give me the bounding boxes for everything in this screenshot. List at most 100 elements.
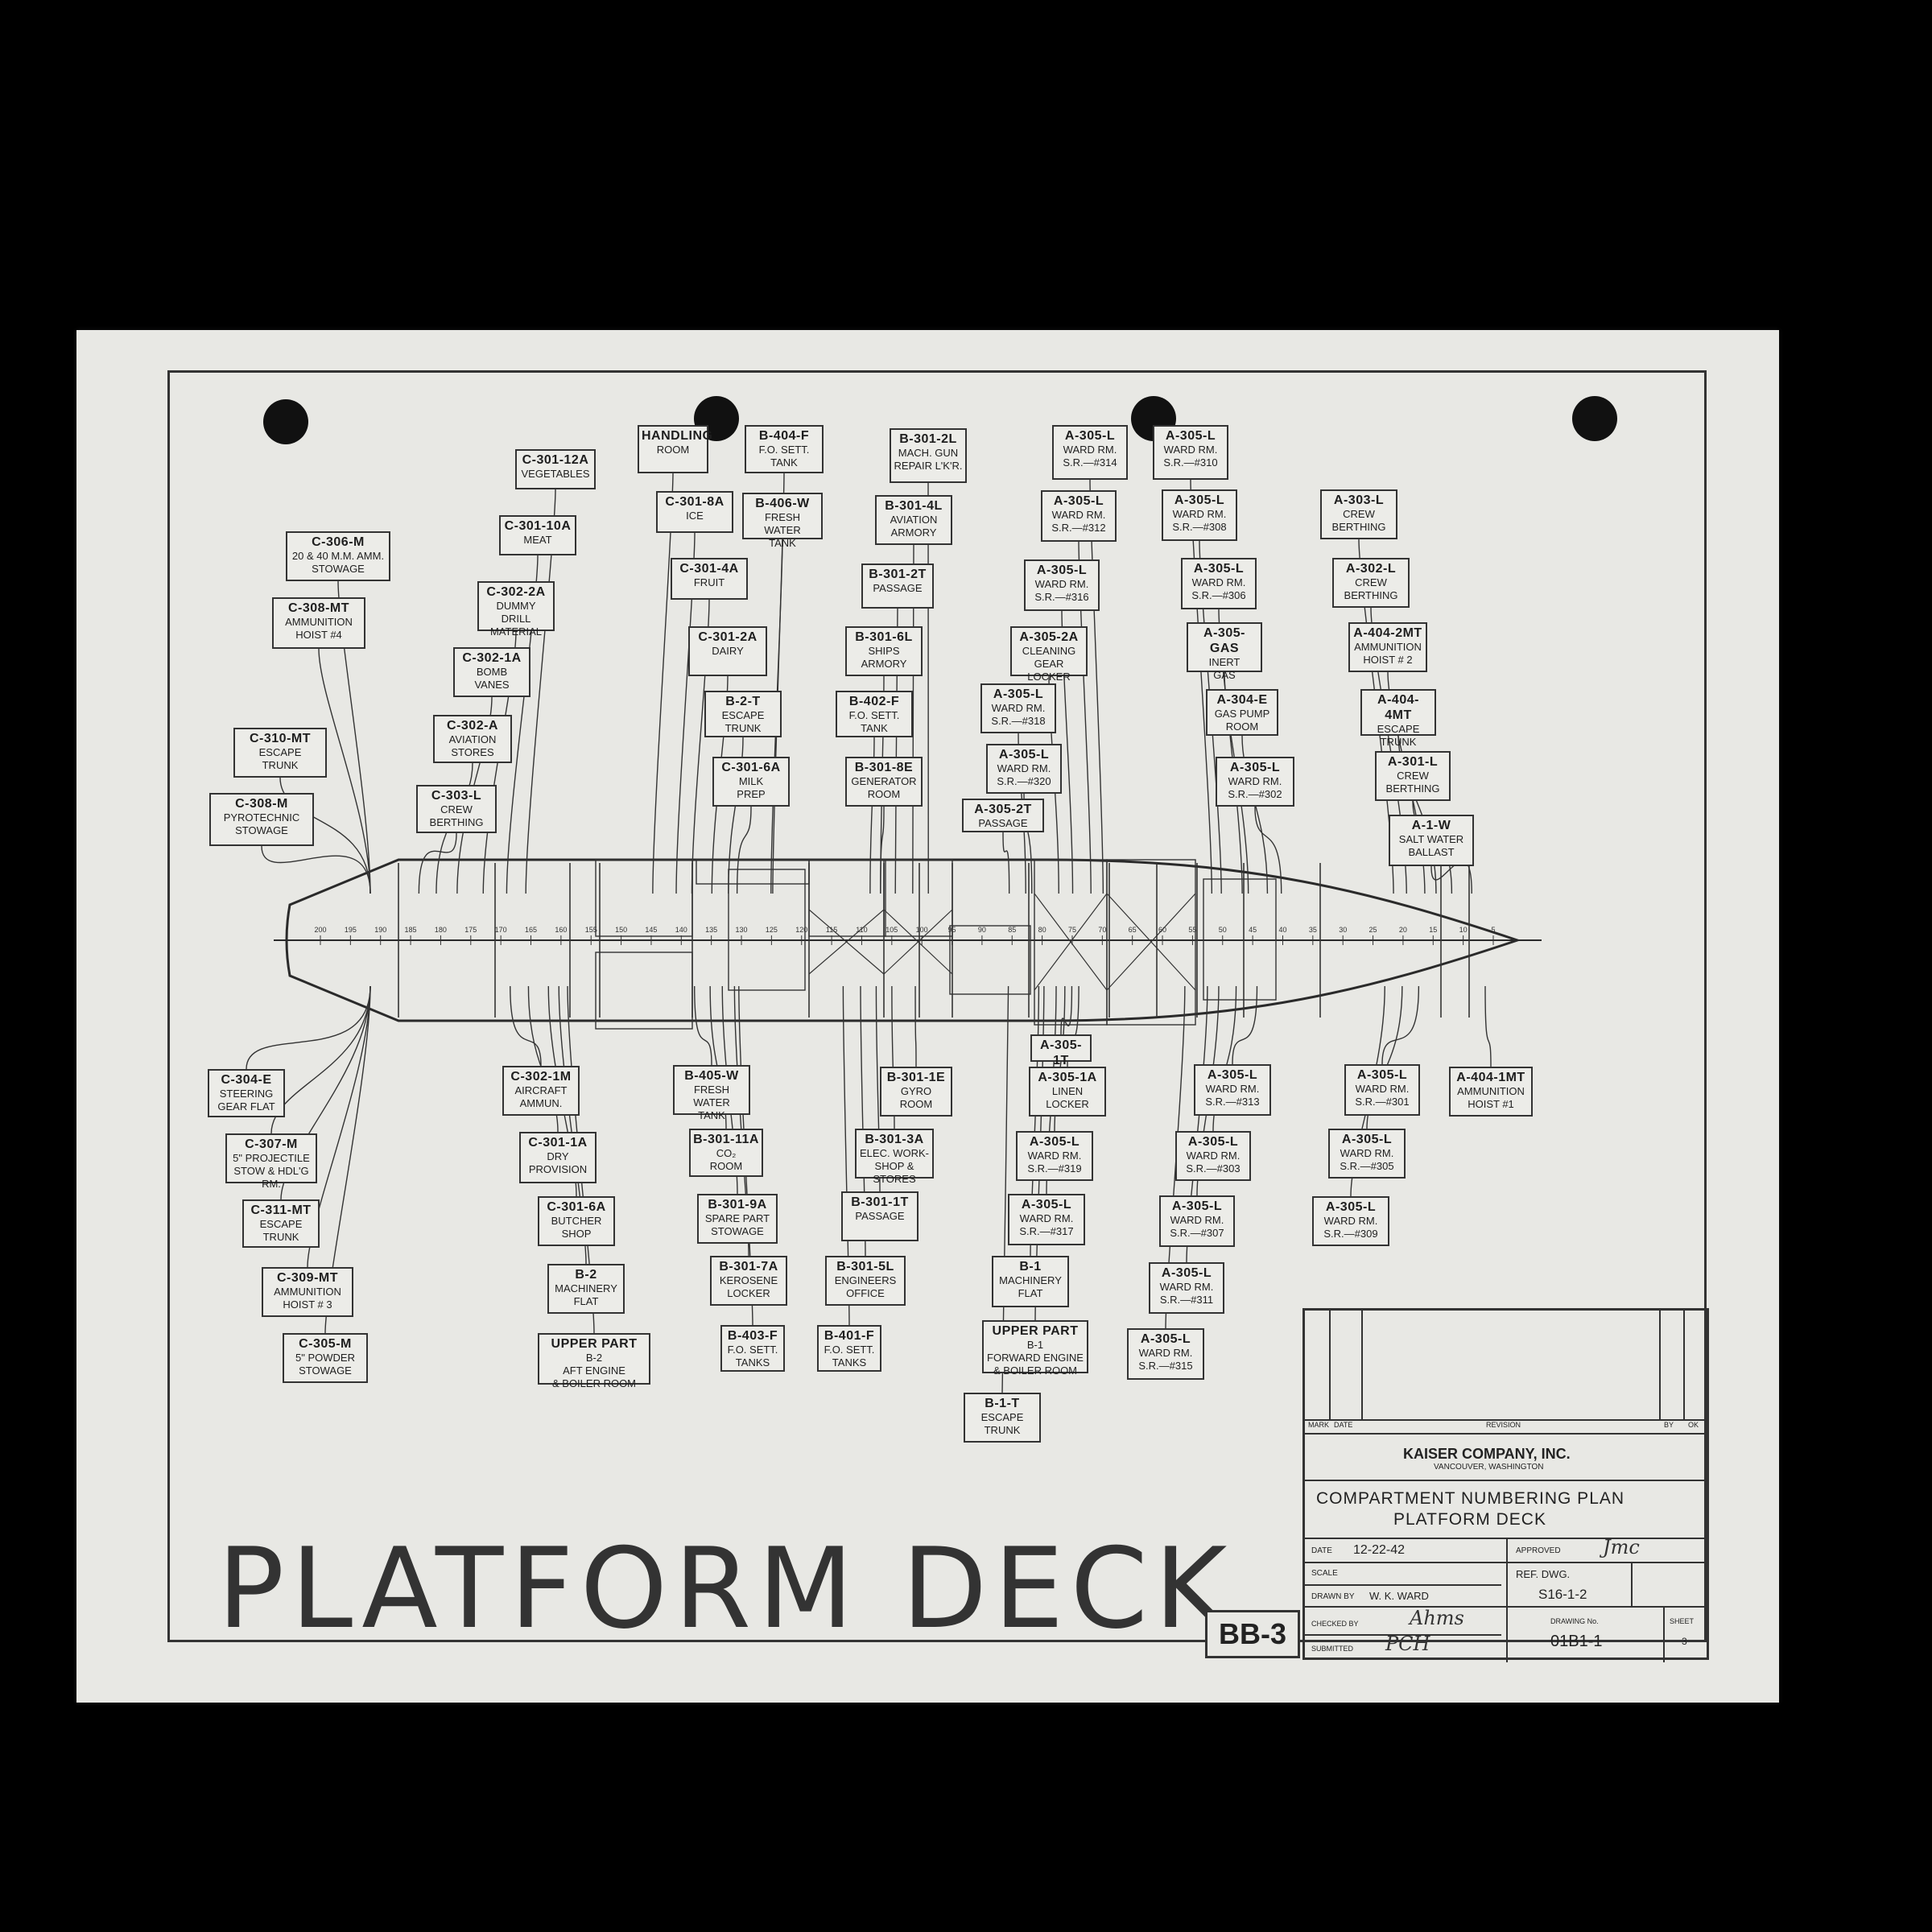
compartment-outline bbox=[1106, 859, 1196, 1026]
frame-number: 130 bbox=[736, 926, 748, 934]
compartment-code: B-401-F bbox=[824, 1329, 875, 1343]
compartment-code: C-301-1A bbox=[528, 1136, 588, 1150]
ok-header: OK bbox=[1688, 1421, 1699, 1429]
compartment-code: B-301-8E bbox=[854, 761, 914, 774]
sheet-label: SHEET bbox=[1670, 1617, 1695, 1625]
frame-number: 10 bbox=[1459, 926, 1468, 934]
frame-number: 140 bbox=[675, 926, 687, 934]
compartment-cross bbox=[1106, 893, 1196, 991]
frame-number: 35 bbox=[1309, 926, 1317, 934]
compartment-description: MACHINERY FLAT bbox=[999, 1274, 1062, 1299]
compartment-description: ELEC. WORK- SHOP & STORES bbox=[860, 1147, 929, 1185]
compartment-code: A-305-L bbox=[1165, 429, 1216, 443]
compartment-code: A-305-1A bbox=[1038, 1071, 1097, 1084]
compartment-code: B-301-7A bbox=[719, 1260, 778, 1274]
compartment-description: ENGINEERS OFFICE bbox=[834, 1274, 897, 1299]
compartment-description: ROOM bbox=[656, 444, 690, 456]
compartment-description: 20 & 40 M.M. AMM. STOWAGE bbox=[291, 550, 385, 575]
compartment-description: PASSAGE bbox=[978, 817, 1028, 829]
compartment-code: A-305-L bbox=[1140, 1332, 1191, 1346]
compartment-description: AMMUNITION HOIST # 3 bbox=[274, 1286, 341, 1311]
frame-number: 95 bbox=[948, 926, 956, 934]
compartment-code: C-309-MT bbox=[276, 1271, 338, 1285]
frame-number: 65 bbox=[1129, 926, 1137, 934]
compartment-code: A-305-1T bbox=[1040, 1038, 1082, 1067]
compartment-code: A-305-L bbox=[1325, 1200, 1377, 1214]
compartment-description: VEGETABLES bbox=[521, 468, 590, 480]
leader-line bbox=[691, 599, 710, 894]
frame-number: 155 bbox=[585, 926, 597, 934]
compartment-code: UPPER PART bbox=[992, 1324, 1079, 1338]
compartment-code: B-1 bbox=[1019, 1260, 1042, 1274]
compartment-code: UPPER PART bbox=[551, 1337, 638, 1351]
compartment-description: ESCAPE TRUNK bbox=[980, 1411, 1024, 1436]
compartment-code: A-305-L bbox=[993, 687, 1044, 701]
compartment-description: WARD RM. S.R.—#317 bbox=[1019, 1212, 1074, 1237]
compartment-code: A-305-L bbox=[1174, 493, 1225, 507]
compartment-code: A-305-L bbox=[1036, 564, 1088, 577]
compartment-description: WARD RM. S.R.—#307 bbox=[1170, 1214, 1224, 1239]
compartment-description: WARD RM. S.R.—#320 bbox=[997, 762, 1051, 787]
frame-number: 110 bbox=[856, 926, 867, 934]
compartment-description: AMMUNITION HOIST #1 bbox=[1457, 1085, 1525, 1110]
leader-line bbox=[736, 806, 752, 894]
compartment-code: C-308-M bbox=[235, 797, 288, 811]
compartment-description: BUTCHER SHOP bbox=[551, 1215, 602, 1240]
compartment-code: B-2-T bbox=[725, 695, 761, 708]
compartment-code: C-302-A bbox=[447, 719, 498, 733]
compartment-description: MILK PREP bbox=[737, 775, 766, 800]
submitted-label: SUBMITTED bbox=[1311, 1645, 1354, 1653]
compartment-code: A-303-L bbox=[1333, 493, 1385, 507]
frame-number: 25 bbox=[1369, 926, 1377, 934]
compartment-outline bbox=[808, 859, 886, 937]
drawn-by-label: DRAWN BY bbox=[1311, 1592, 1355, 1601]
drawing-title-line2: PLATFORM DECK bbox=[1393, 1510, 1546, 1529]
leader-line bbox=[1060, 985, 1073, 1035]
compartment-description: 5" POWDER STOWAGE bbox=[295, 1352, 355, 1377]
compartment-code: B-301-5L bbox=[836, 1260, 894, 1274]
frame-number: 200 bbox=[314, 926, 326, 934]
date-header: DATE bbox=[1334, 1421, 1353, 1429]
leader-line bbox=[270, 985, 371, 1134]
compartment-description: F.O. SETT. TANKS bbox=[824, 1344, 875, 1368]
leader-line bbox=[1232, 985, 1258, 1065]
compartment-description: WARD RM. S.R.—#309 bbox=[1323, 1215, 1378, 1240]
compartment-code: A-305-L bbox=[998, 748, 1050, 762]
compartment-code: C-301-10A bbox=[504, 519, 572, 533]
compartment-description: ESCAPE TRUNK bbox=[1377, 723, 1420, 748]
compartment-description: ESCAPE TRUNK bbox=[721, 709, 765, 734]
compartment-description: WARD RM. S.R.—#306 bbox=[1191, 576, 1246, 601]
compartment-description: DRY PROVISION bbox=[528, 1150, 588, 1175]
compartment-description: CREW BERTHING bbox=[429, 803, 484, 828]
compartment-description: F.O. SETT. TANK bbox=[848, 709, 900, 734]
compartment-code: A-305-2T bbox=[974, 803, 1032, 816]
by-header: BY bbox=[1664, 1421, 1674, 1429]
